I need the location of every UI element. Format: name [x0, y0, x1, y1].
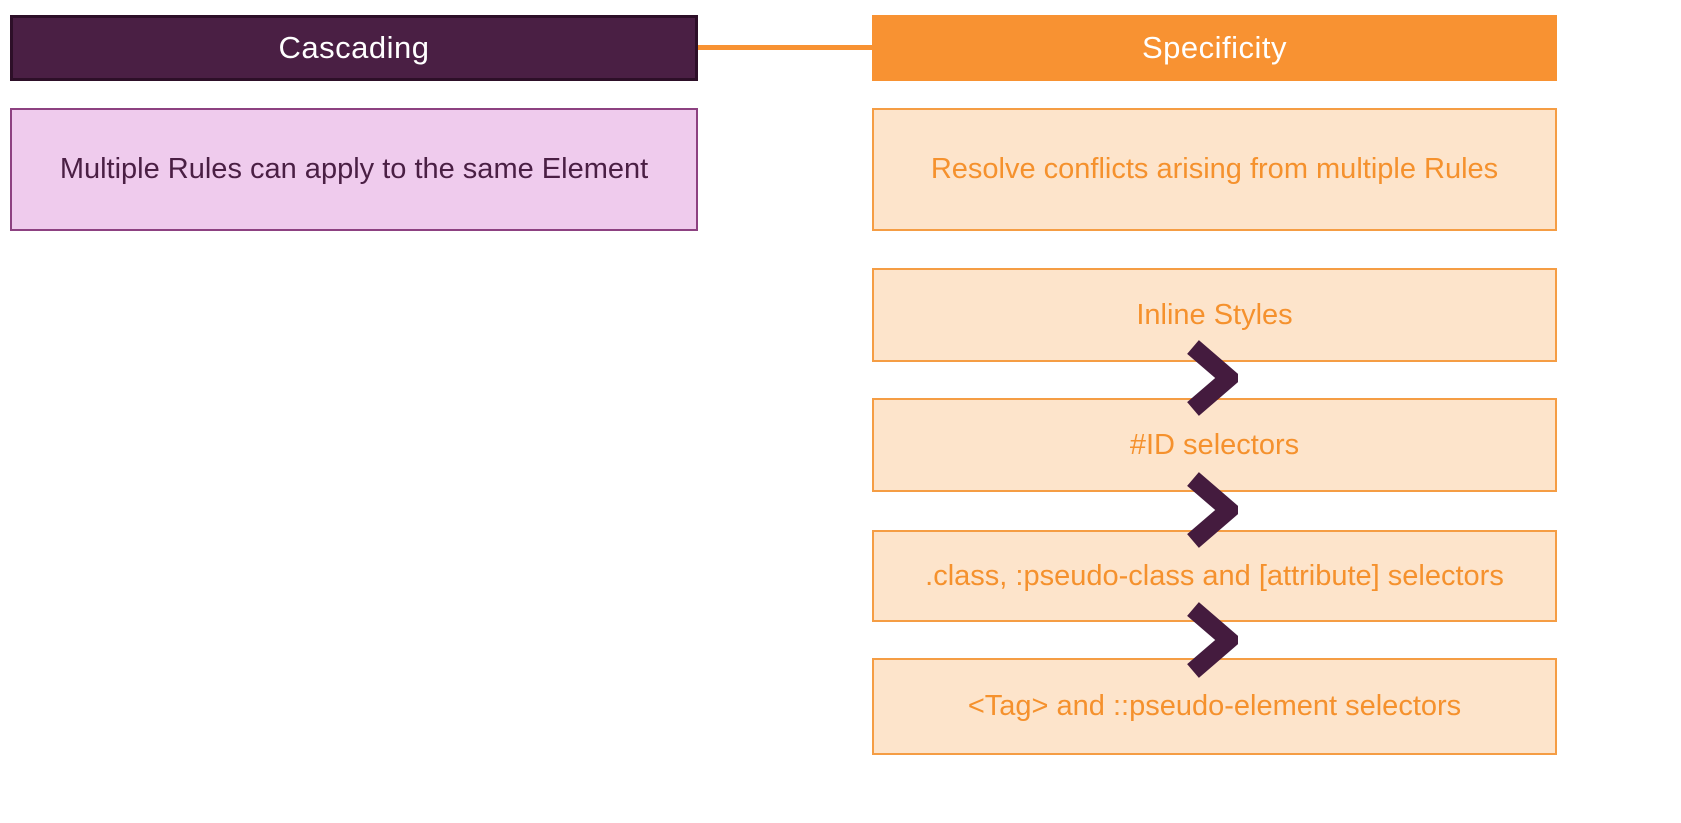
greater-than-icon [1184, 600, 1238, 680]
specificity-description-box: Resolve conflicts arising from multiple … [872, 108, 1557, 231]
cascading-description-box: Multiple Rules can apply to the same Ele… [10, 108, 698, 231]
greater-than-icon [1184, 338, 1238, 418]
specificity-level-tag-selectors: <Tag> and ::pseudo-element selectors [872, 658, 1557, 755]
specificity-header: Specificity [872, 15, 1557, 81]
greater-than-icon [1184, 470, 1238, 550]
specificity-level-class-selectors: .class, :pseudo-class and [attribute] se… [872, 530, 1557, 622]
header-connector-line [698, 45, 872, 50]
specificity-level-inline-styles: Inline Styles [872, 268, 1557, 362]
cascading-header: Cascading [10, 15, 698, 81]
